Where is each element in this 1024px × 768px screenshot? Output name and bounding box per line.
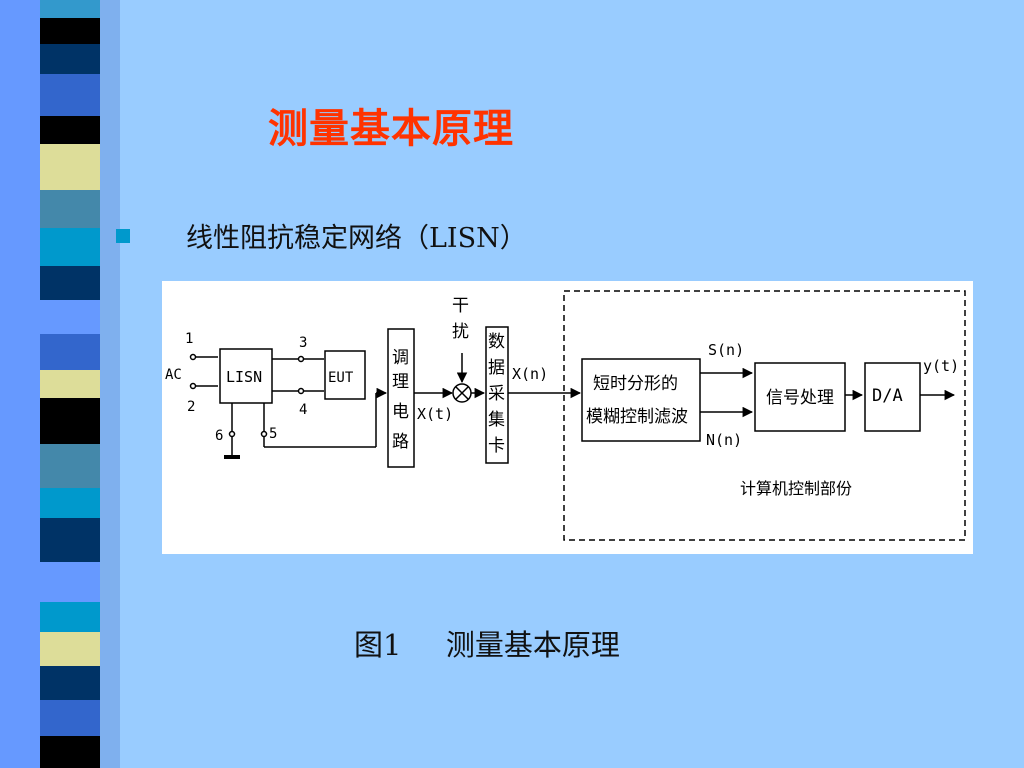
xt-label: X(t) (417, 405, 453, 423)
daq-box (485, 326, 509, 464)
port-3-label: 3 (299, 335, 307, 351)
lisn-label: LISN (226, 368, 262, 386)
port-6-label: 6 (215, 428, 223, 444)
measurement-diagram: 1 AC 2 LISN 3 4 EUT 6 5 调 理 电 路 X(t) 干 扰… (162, 281, 973, 554)
nn-label: N(n) (706, 431, 742, 449)
daq-char-3: 采 (488, 384, 505, 404)
xn-label: X(n) (512, 365, 548, 383)
conditioning-char-3: 电 (392, 402, 409, 422)
port-2-label: 2 (187, 399, 195, 415)
port-5-label: 5 (269, 426, 277, 442)
eut-box (324, 350, 366, 400)
daq-char-2: 据 (488, 358, 505, 378)
daq-char-4: 集 (488, 410, 505, 430)
decorative-stripe (0, 0, 120, 768)
ac-label: AC (165, 367, 182, 383)
da-label: D/A (872, 386, 903, 406)
conditioning-char-2: 理 (392, 372, 409, 392)
conditioning-char-4: 路 (392, 432, 409, 452)
lisn-box (219, 348, 273, 404)
daq-char-5: 卡 (488, 436, 505, 456)
signal-proc-label: 信号处理 (766, 388, 834, 408)
computer-region (563, 290, 966, 541)
conditioning-char-1: 调 (392, 348, 409, 368)
filter-line-2: 模糊控制滤波 (586, 407, 688, 427)
eut-label: EUT (328, 370, 354, 386)
interference-char-1: 干 (452, 296, 469, 316)
daq-char-1: 数 (488, 332, 505, 352)
slide-title: 测量基本原理 (268, 105, 514, 152)
interference-char-2: 扰 (452, 322, 469, 342)
signal-proc-box (754, 362, 846, 432)
filter-box (581, 358, 701, 442)
sn-label: S(n) (708, 341, 744, 359)
port-1-label: 1 (185, 331, 193, 347)
bullet-square-icon (116, 229, 130, 243)
conditioning-box (387, 328, 415, 468)
port-4-label: 4 (299, 402, 307, 418)
caption-number: 图1 (354, 628, 402, 662)
bullet-text: 线性阻抗稳定网络（LISN） (186, 223, 527, 254)
figure-caption: 图1 测量基本原理 (354, 622, 620, 664)
da-box (864, 362, 921, 432)
caption-text: 测量基本原理 (445, 628, 620, 662)
filter-line-1: 短时分形的 (593, 374, 678, 394)
computer-label: 计算机控制部份 (740, 479, 852, 498)
yt-label: y(t) (923, 357, 959, 375)
